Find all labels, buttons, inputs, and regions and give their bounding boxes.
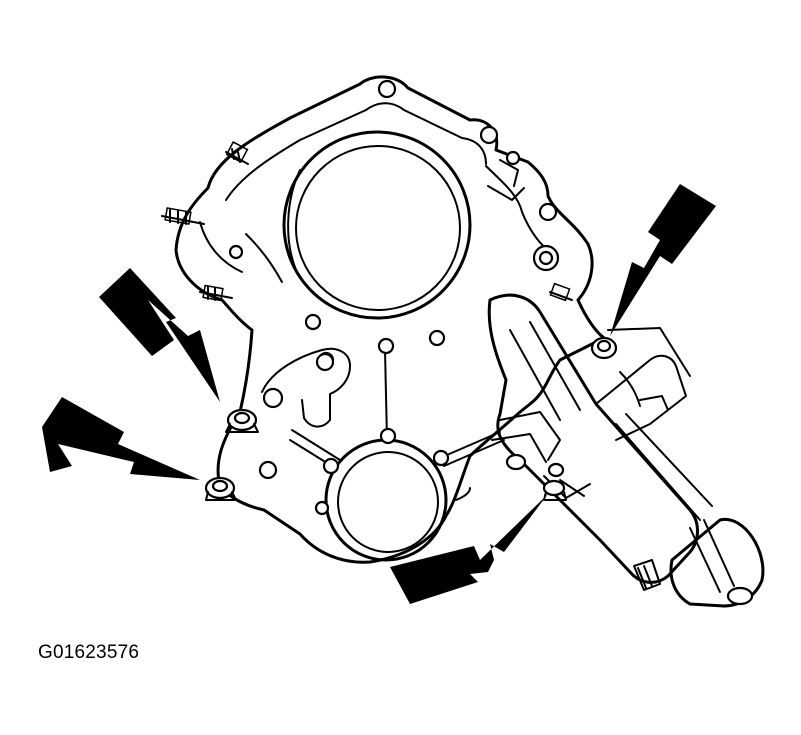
bolt-right-upper — [590, 336, 618, 360]
stud-middle — [161, 207, 205, 225]
arrow-bottom-right — [390, 494, 548, 604]
arrow-left-lower — [42, 397, 200, 480]
left-bracket — [261, 347, 351, 428]
figure-code: G01623576 — [38, 642, 140, 663]
bolt-left-lower — [204, 476, 237, 501]
arrow-left-upper — [99, 268, 220, 402]
bolt-left-upper — [225, 408, 259, 433]
water-pump-opening — [282, 130, 472, 320]
stud-lower — [199, 284, 233, 302]
stud-right — [549, 282, 573, 302]
bolt-right-lower — [542, 479, 567, 501]
studs — [161, 141, 573, 302]
arrow-top-right — [610, 184, 716, 336]
stud-top — [225, 141, 249, 165]
timing-cover-outline — [174, 75, 606, 564]
oil-pump-assembly — [487, 293, 765, 608]
